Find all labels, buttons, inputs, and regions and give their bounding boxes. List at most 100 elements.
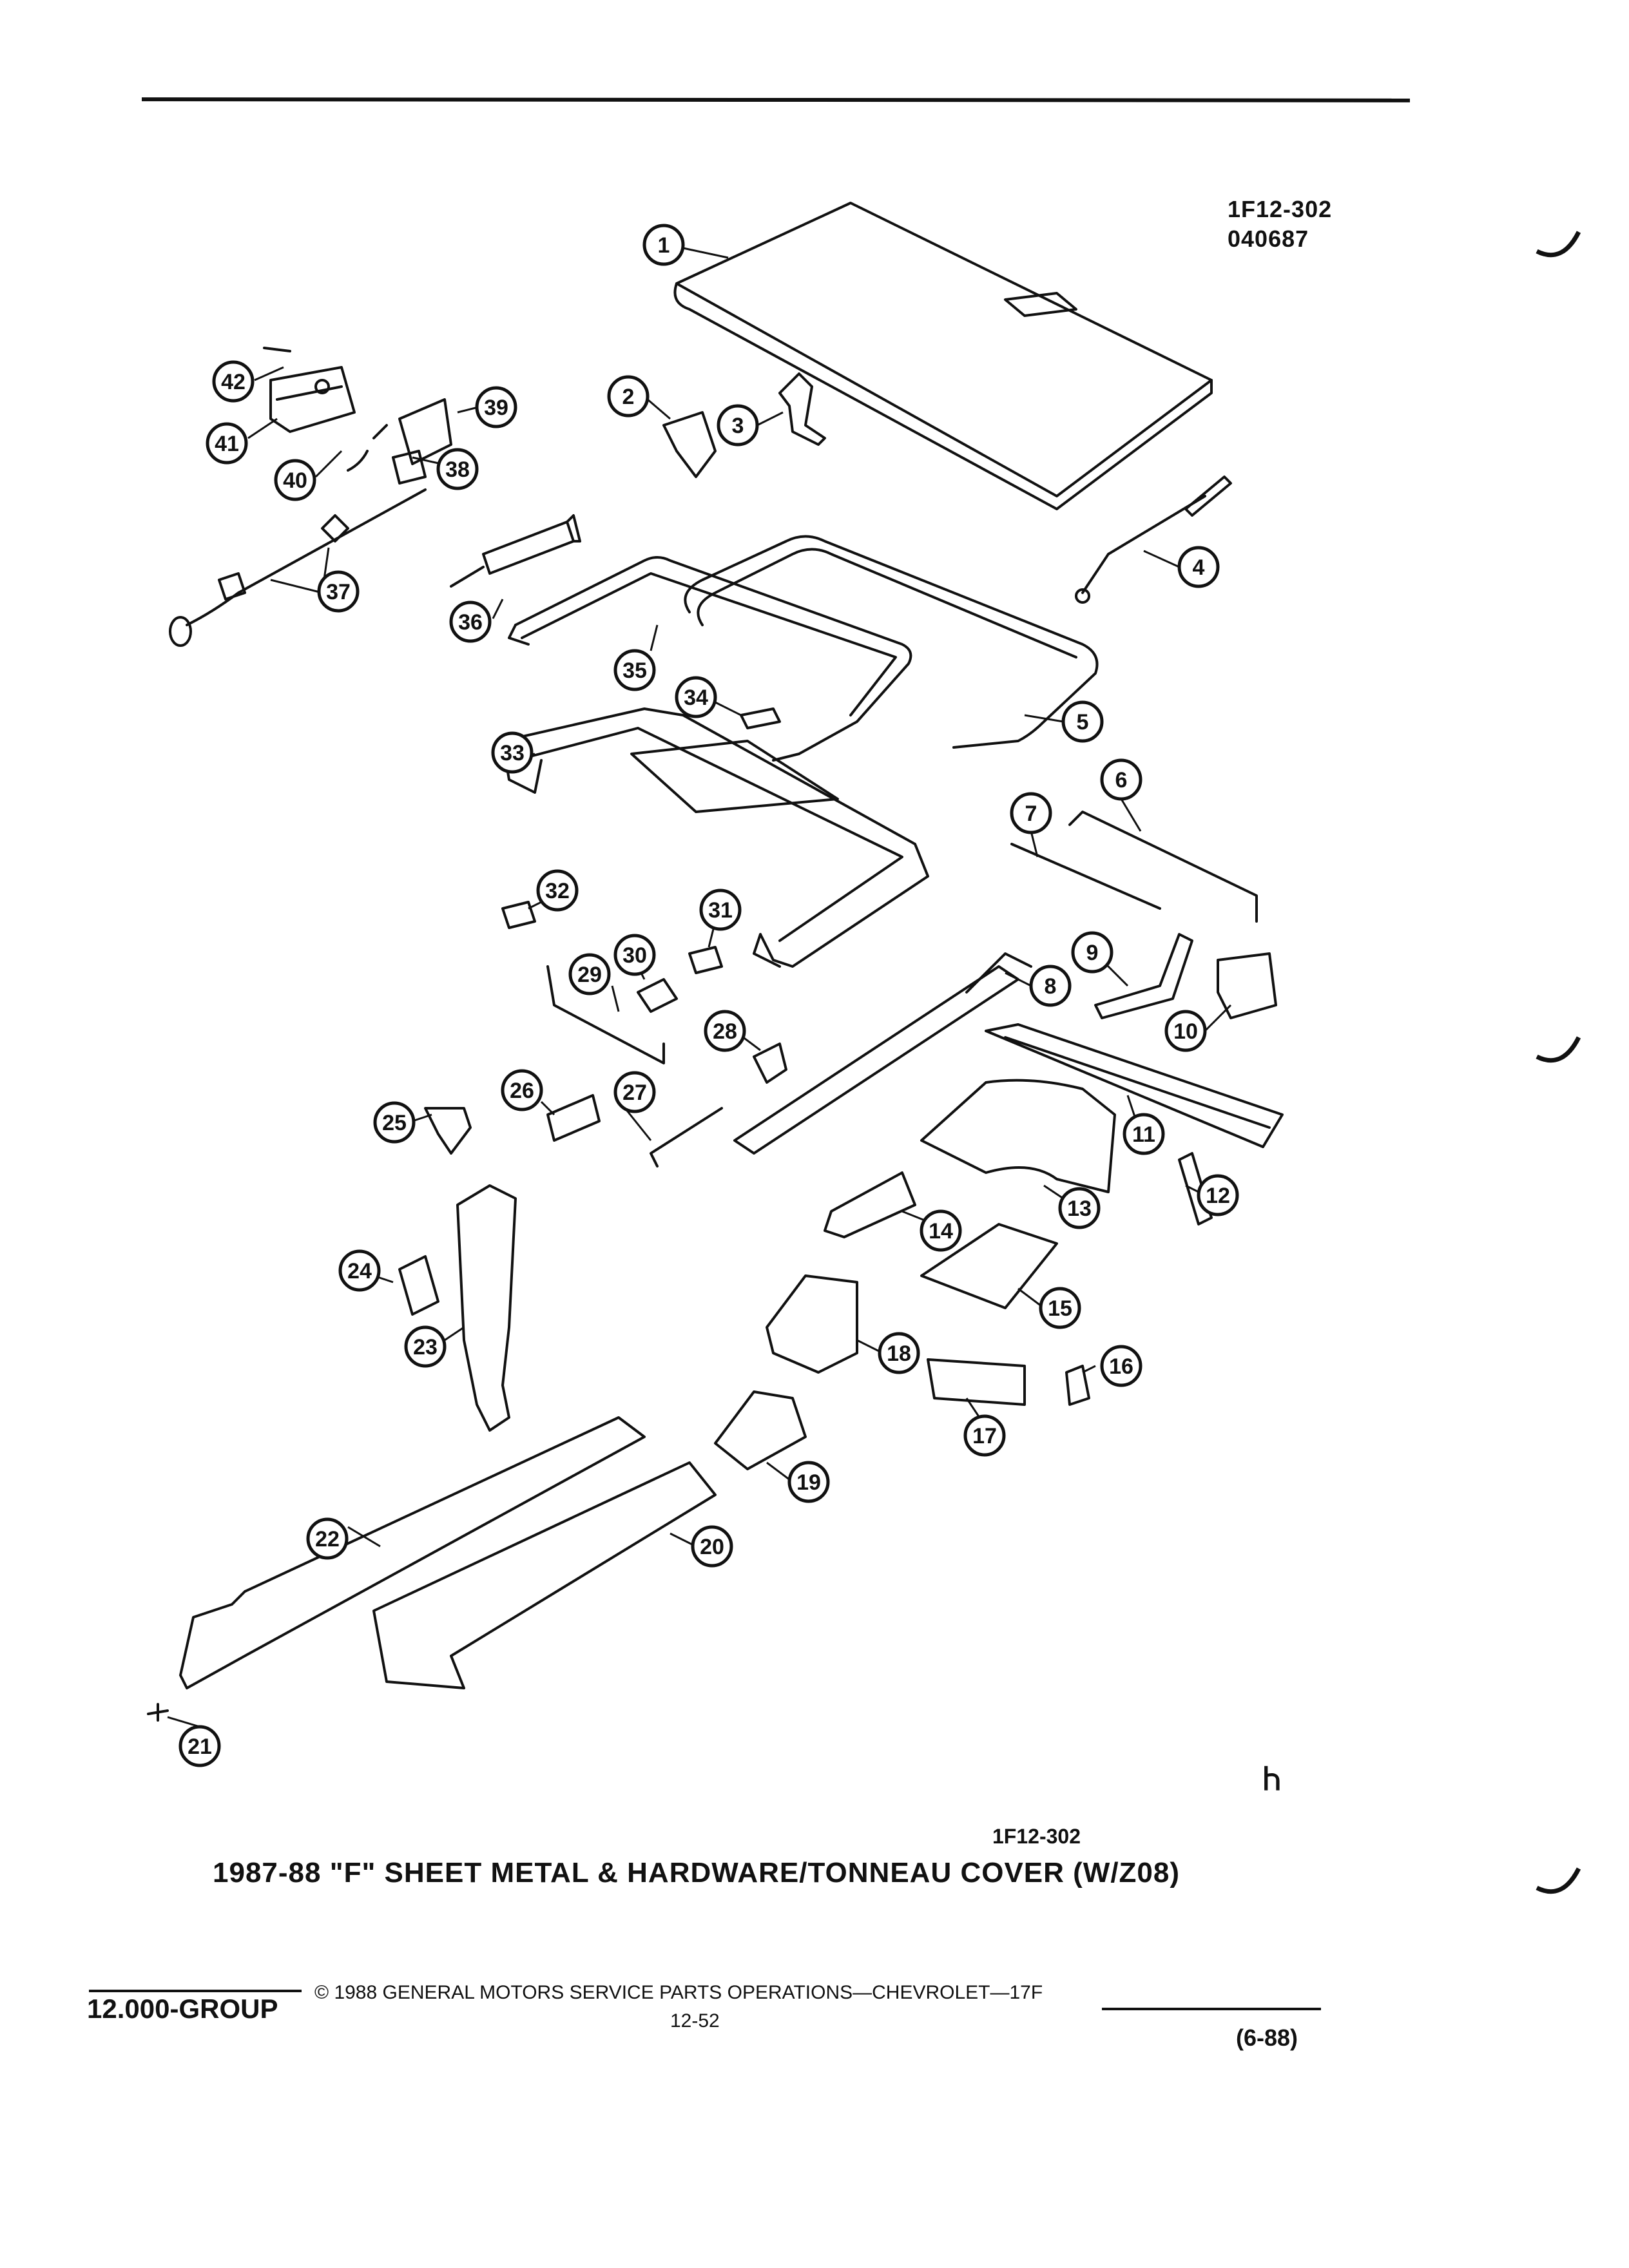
callout-8: 8 xyxy=(1029,965,1072,1007)
svg-text:25: 25 xyxy=(382,1111,407,1135)
part-clip-32 xyxy=(501,901,536,929)
part-pillar xyxy=(456,1184,517,1432)
svg-text:28: 28 xyxy=(713,1019,737,1044)
svg-text:4: 4 xyxy=(1193,555,1205,580)
figure-code: 1F12-302 xyxy=(992,1825,1081,1848)
svg-text:27: 27 xyxy=(622,1081,647,1105)
part-tray xyxy=(920,1223,1058,1309)
svg-text:3: 3 xyxy=(732,414,744,438)
svg-text:30: 30 xyxy=(622,943,647,968)
callout-42: 42 xyxy=(212,360,255,403)
part-plate-10 xyxy=(1217,952,1277,1019)
svg-text:24: 24 xyxy=(347,1259,372,1283)
part-bracket-24 xyxy=(398,1255,439,1316)
part-latch-26 xyxy=(546,1094,601,1142)
svg-text:31: 31 xyxy=(708,898,733,923)
callout-37: 37 xyxy=(317,570,360,613)
svg-text:37: 37 xyxy=(326,580,351,604)
callout-7: 7 xyxy=(1010,792,1052,834)
callout-39: 39 xyxy=(475,386,517,428)
part-bracket-28 xyxy=(753,1043,787,1084)
part-gas-strut xyxy=(1075,476,1232,604)
callout-33: 33 xyxy=(491,731,534,774)
callout-34: 34 xyxy=(675,676,717,718)
callout-17: 17 xyxy=(963,1414,1006,1457)
part-latch xyxy=(392,398,452,485)
callout-40: 40 xyxy=(274,459,316,501)
part-bracket-25 xyxy=(424,1107,472,1155)
part-tonneau-panel xyxy=(673,202,1213,510)
svg-text:15: 15 xyxy=(1048,1296,1072,1321)
binder-hole-marks xyxy=(1536,231,1581,1894)
callout-markers: 1 2 3 4 5 6 7 8 9 10 11 12 13 14 15 16 1… xyxy=(178,224,1239,1767)
part-rod-29 xyxy=(546,965,665,1064)
part-bracket-2 xyxy=(662,411,717,478)
illustration-date-code: 040687 xyxy=(1228,226,1309,252)
part-release-cable xyxy=(169,488,427,647)
svg-text:21: 21 xyxy=(188,1735,212,1759)
callout-29: 29 xyxy=(568,953,611,995)
callout-19: 19 xyxy=(787,1461,830,1503)
svg-text:19: 19 xyxy=(796,1470,821,1495)
svg-text:9: 9 xyxy=(1086,941,1099,965)
callout-32: 32 xyxy=(536,869,579,912)
callout-10: 10 xyxy=(1164,1010,1207,1052)
callout-35: 35 xyxy=(613,649,656,691)
callout-11: 11 xyxy=(1123,1113,1165,1155)
svg-text:33: 33 xyxy=(500,741,525,765)
svg-text:32: 32 xyxy=(545,879,570,903)
svg-text:18: 18 xyxy=(887,1341,911,1366)
callout-25: 25 xyxy=(373,1101,416,1144)
svg-text:13: 13 xyxy=(1067,1196,1092,1221)
copyright-notice: © 1988 GENERAL MOTORS SERVICE PARTS OPER… xyxy=(314,1982,1043,2003)
callout-26: 26 xyxy=(501,1069,543,1111)
part-rod-7 xyxy=(1010,843,1161,910)
svg-text:12: 12 xyxy=(1206,1184,1230,1208)
part-wire xyxy=(347,424,388,472)
group-number: 12.000-GROUP xyxy=(87,1994,278,2024)
callout-31: 31 xyxy=(699,889,742,931)
part-rod-6 xyxy=(1068,811,1258,923)
svg-text:23: 23 xyxy=(413,1335,438,1360)
svg-text:14: 14 xyxy=(929,1219,953,1244)
callout-27: 27 xyxy=(613,1071,656,1113)
svg-text:36: 36 xyxy=(458,610,483,635)
part-plug xyxy=(1065,1365,1090,1406)
part-weatherstrip xyxy=(684,535,1099,749)
svg-text:17: 17 xyxy=(972,1424,997,1448)
part-wheelhouse xyxy=(920,1079,1116,1193)
callout-13: 13 xyxy=(1058,1187,1101,1229)
svg-text:34: 34 xyxy=(684,686,708,710)
callout-41: 41 xyxy=(206,422,248,465)
svg-text:7: 7 xyxy=(1025,802,1037,826)
svg-text:41: 41 xyxy=(215,432,239,456)
part-clip-31 xyxy=(688,946,723,974)
part-tonneau-frame xyxy=(508,556,912,762)
svg-text:26: 26 xyxy=(510,1079,534,1103)
callout-2: 2 xyxy=(607,375,650,418)
svg-text:40: 40 xyxy=(283,468,307,493)
svg-text:39: 39 xyxy=(484,396,508,420)
callout-23: 23 xyxy=(404,1325,447,1368)
svg-text:38: 38 xyxy=(445,457,470,482)
part-bracket-19 xyxy=(714,1390,807,1470)
callout-1: 1 xyxy=(642,224,685,266)
svg-text:10: 10 xyxy=(1173,1019,1198,1044)
footer-rule-left xyxy=(89,1990,302,1992)
callout-20: 20 xyxy=(691,1525,733,1568)
svg-text:22: 22 xyxy=(315,1527,340,1552)
svg-text:2: 2 xyxy=(622,385,635,409)
callout-38: 38 xyxy=(436,448,479,490)
svg-text:5: 5 xyxy=(1077,710,1089,735)
svg-text:20: 20 xyxy=(700,1535,724,1559)
footer-rule-right xyxy=(1102,2008,1321,2010)
svg-text:29: 29 xyxy=(577,963,602,987)
part-actuator xyxy=(450,514,581,588)
part-clip-34 xyxy=(740,707,781,729)
svg-text:1: 1 xyxy=(658,233,670,258)
svg-text:8: 8 xyxy=(1045,974,1057,999)
part-label-plate xyxy=(927,1358,1026,1406)
callout-28: 28 xyxy=(704,1010,746,1052)
part-clip-30 xyxy=(637,978,678,1013)
callout-36: 36 xyxy=(449,601,492,643)
